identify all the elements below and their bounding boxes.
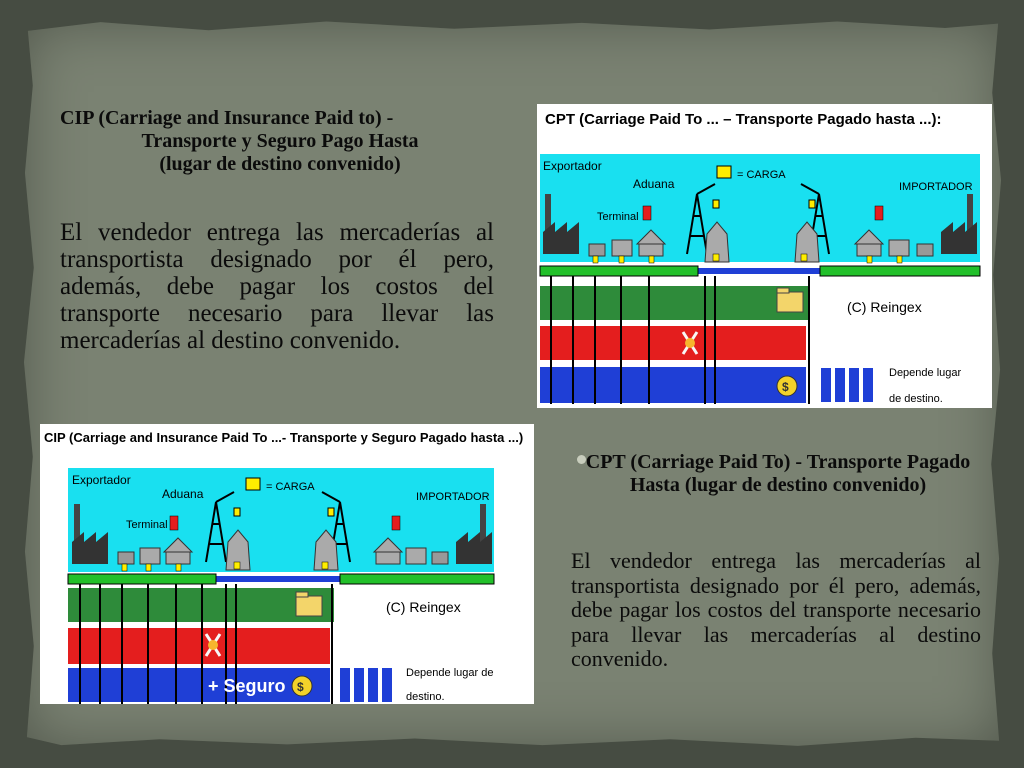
- cpt-diagram: CPT (Carriage Paid To ... – Transporte P…: [537, 104, 992, 408]
- cip-exporter-label: Exportador: [72, 473, 131, 487]
- cip-money-icon: $: [291, 675, 313, 697]
- cip-depends-line2: destino.: [406, 691, 445, 703]
- svg-text:$: $: [297, 680, 304, 694]
- depends-line2: de destino.: [889, 393, 943, 405]
- cip-worker-icon: [204, 633, 222, 657]
- cip-terminal-label: Terminal: [126, 519, 168, 531]
- cpt-body-text: El vendedor entrega las mercaderías al t…: [571, 548, 981, 671]
- cargo-legend-icon: [716, 165, 732, 179]
- cip-diagram: CIP (Carriage and Insurance Paid To ...-…: [40, 424, 534, 704]
- importer-factory-icon: [941, 194, 977, 254]
- depends-line1: Depende lugar: [889, 367, 962, 379]
- cip-depends-line1: Depende lugar de: [406, 667, 493, 679]
- cip-body-text: El vendedor entrega las mercaderías al t…: [60, 219, 494, 354]
- cip-importer-label: IMPORTADOR: [416, 491, 490, 503]
- cip-cargo-legend-icon: [245, 477, 261, 491]
- terminal-label: Terminal: [597, 211, 639, 223]
- money-icon: $: [776, 375, 798, 397]
- cpt-diagram-title: CPT (Carriage Paid To ... – Transporte P…: [545, 111, 941, 128]
- cip-customs-label: Aduana: [162, 487, 204, 501]
- worker-icon: [681, 331, 699, 355]
- cip-cargo-legend: = CARGA: [266, 481, 315, 493]
- cip-diagram-title: CIP (Carriage and Insurance Paid To ...-…: [44, 430, 523, 445]
- folder-icon: [776, 287, 804, 313]
- bullet-icon: [577, 455, 586, 464]
- exporter-label: Exportador: [543, 159, 602, 173]
- crane-icon: [686, 183, 830, 255]
- insurance-label: + Seguro: [208, 676, 286, 696]
- exporter-factory-icon: [72, 504, 108, 564]
- cip-heading-line2: Transporte y Seguro Pago Hasta: [141, 130, 419, 152]
- cip-crane-icon: [205, 491, 351, 563]
- cpt-heading: CPT (Carriage Paid To) - Transporte Paga…: [585, 451, 971, 496]
- importer-label: IMPORTADOR: [899, 181, 973, 193]
- copyright-label: (C) Reingex: [847, 299, 922, 315]
- exporter-factory-icon: [543, 194, 579, 254]
- importer-factory-icon: [456, 504, 492, 564]
- cip-copyright-label: (C) Reingex: [386, 599, 461, 615]
- customs-label: Aduana: [633, 177, 675, 191]
- cip-folder-icon: [295, 591, 323, 617]
- cip-heading: CIP (Carriage and Insurance Paid to) - T…: [60, 107, 500, 176]
- cip-heading-line3: (lugar de destino convenido): [159, 153, 401, 175]
- svg-text:$: $: [782, 380, 789, 394]
- cargo-legend: = CARGA: [737, 169, 786, 181]
- cip-heading-line1: CIP (Carriage and Insurance Paid to) -: [60, 107, 394, 129]
